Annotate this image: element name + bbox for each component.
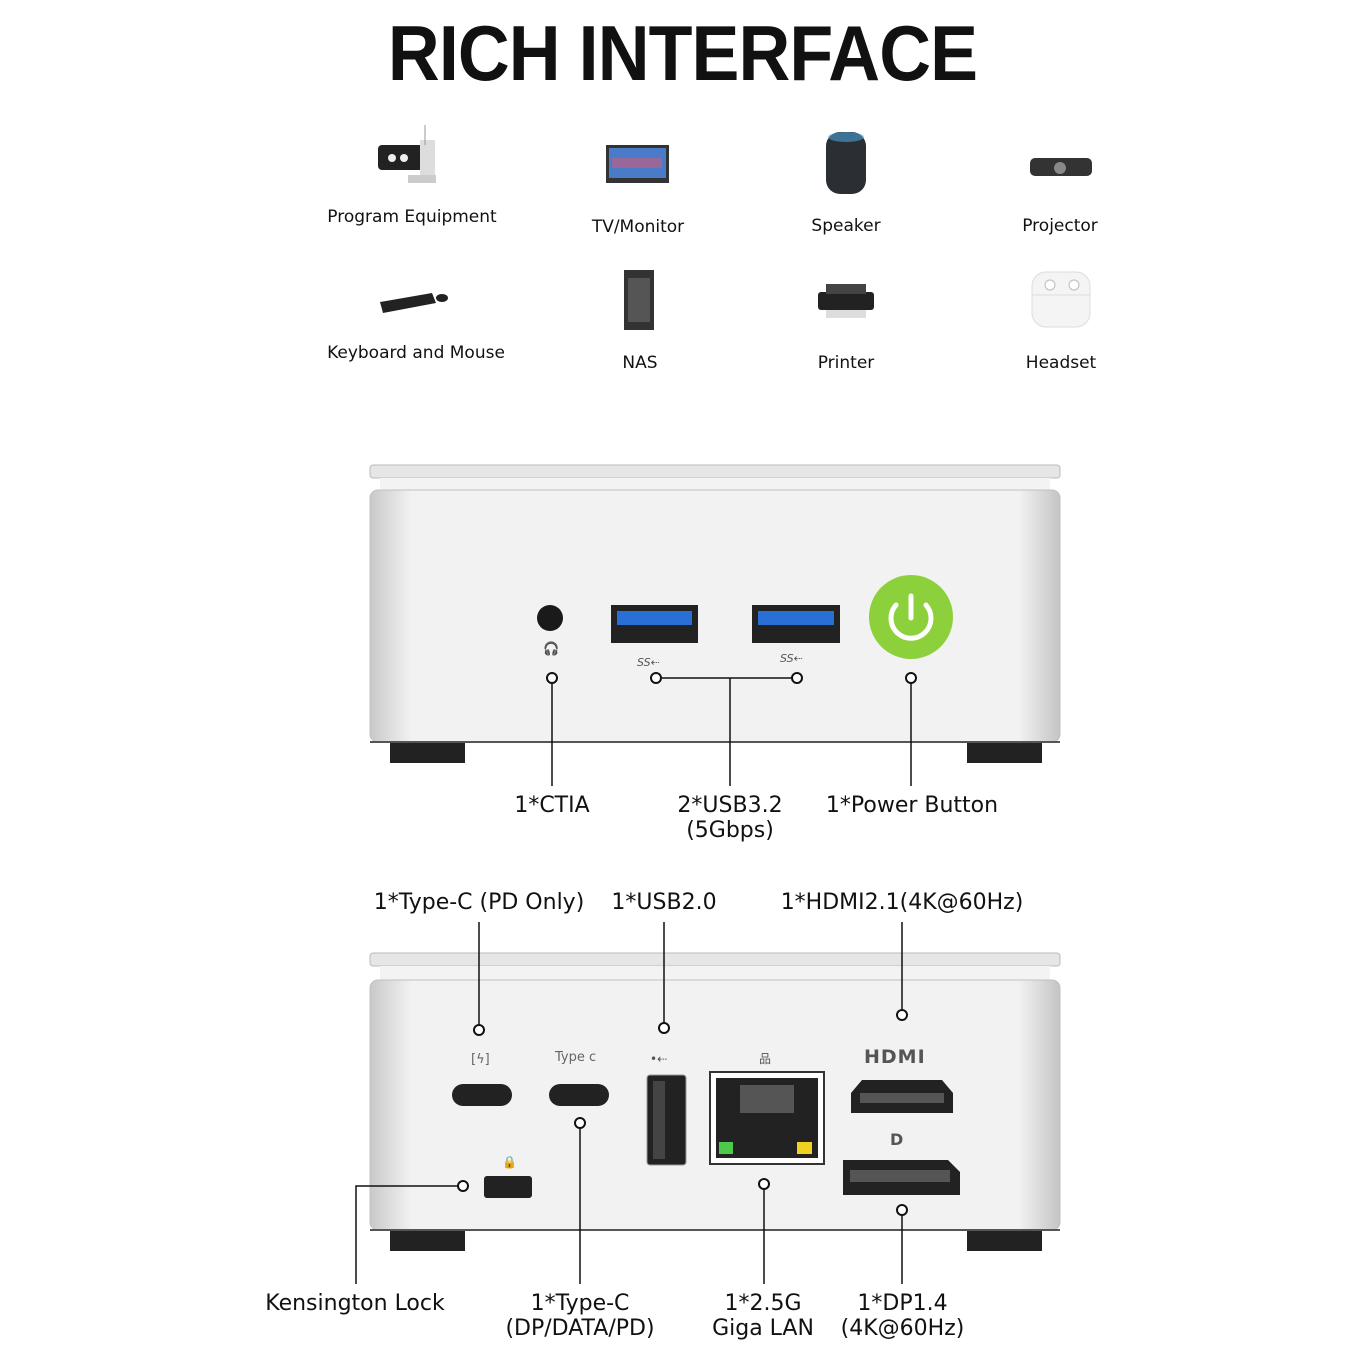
monitor-icon [606, 145, 669, 183]
hdmi-logo: HDMI [864, 1046, 926, 1068]
device-label: Program Equipment [327, 207, 497, 227]
svg-text:🔒: 🔒 [502, 1155, 517, 1169]
front-panel: 🎧 SS⇠ SS⇠ [369, 464, 1061, 786]
device-label: Speaker [811, 216, 881, 236]
lan-label-line1: 1*2.5G [724, 1291, 802, 1316]
typec-label: 1*Type-C(DP/DATA/PD) [495, 1291, 665, 1341]
power-button [869, 575, 953, 659]
svg-text:🎧: 🎧 [543, 641, 559, 657]
device-label: NAS [622, 353, 658, 373]
kensington-lock: 🔒 [484, 1155, 532, 1198]
svg-text:SS⇠: SS⇠ [780, 652, 803, 665]
device-icons [378, 125, 1092, 330]
dp-label-line2: (4K@60Hz) [840, 1316, 965, 1341]
device-label: Keyboard and Mouse [327, 343, 505, 363]
ctia-jack [537, 605, 563, 631]
security-camera-icon [378, 125, 436, 183]
svg-text:•⇠: •⇠ [650, 1052, 667, 1066]
device-label: Headset [1025, 353, 1097, 373]
usb3-port [752, 605, 840, 643]
typec-port [549, 1084, 609, 1106]
device-label: Projector [1022, 216, 1098, 236]
earbuds-icon [1031, 271, 1091, 328]
ctia-label: 1*CTIA [514, 793, 590, 818]
typec-pd-label: 1*Type-C (PD Only) [373, 890, 585, 915]
svg-text:D: D [890, 1130, 903, 1149]
hdmi-label: 1*HDMI2.1(4K@60Hz) [780, 890, 1024, 915]
device-label: TV/Monitor [591, 217, 685, 237]
nas-tower-icon [624, 270, 654, 330]
lan-label-line2: Giga LAN [712, 1316, 814, 1341]
usb32-label-line1: 2*USB3.2 [677, 793, 783, 818]
printer-icon [818, 284, 874, 318]
keyboard-mouse-icon [380, 293, 448, 313]
device-label: Printer [817, 353, 875, 373]
usb20-label: 1*USB2.0 [611, 890, 717, 915]
dp-label: 1*DP1.4(4K@60Hz) [835, 1291, 970, 1341]
svg-text:[ϟ]: [ϟ] [471, 1052, 490, 1067]
kensington-label: Kensington Lock [265, 1291, 445, 1316]
usb3-port [611, 605, 698, 643]
typec-label-line2: (DP/DATA/PD) [505, 1316, 655, 1341]
back-panel: [ϟ] •⇠ 品 D 🔒 [355, 922, 1061, 1284]
dp-label-line1: 1*DP1.4 [857, 1291, 948, 1316]
page-title: RICH INTERFACE [387, 9, 978, 97]
svg-text:品: 品 [759, 1052, 771, 1066]
typec-label-line1: 1*Type-C [530, 1291, 630, 1316]
usb2-port [646, 1074, 687, 1166]
projector-icon [1030, 158, 1092, 176]
hdmi-port [851, 1080, 953, 1113]
typec-print: Type c [555, 1050, 597, 1065]
usb32-label: 2*USB3.2(5Gbps) [650, 793, 810, 843]
usb32-label-line2: (5Gbps) [686, 818, 774, 843]
power-label: 1*Power Button [825, 793, 999, 818]
typec-pd-port [452, 1084, 512, 1106]
smart-speaker-icon [826, 132, 866, 194]
dp-port [843, 1160, 960, 1195]
lan-port [709, 1071, 825, 1165]
svg-text:SS⇠: SS⇠ [637, 656, 660, 669]
